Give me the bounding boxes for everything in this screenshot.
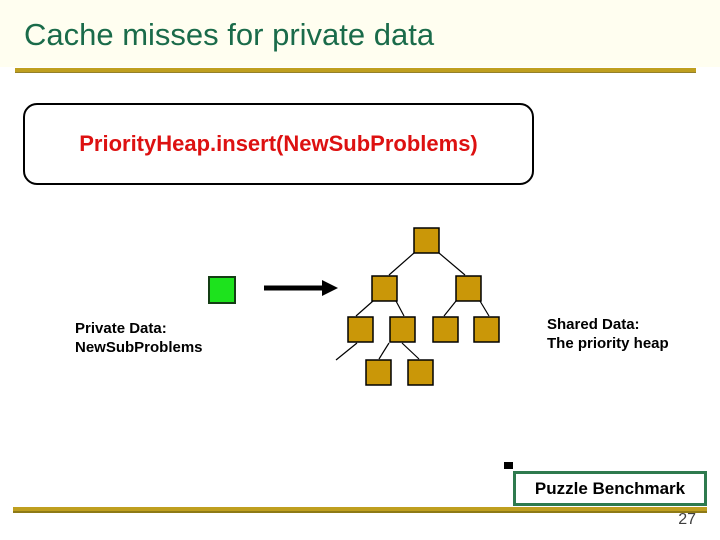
shared-data-line1: Shared Data: [547, 316, 640, 333]
private-data-line2: NewSubProblems [75, 339, 203, 356]
private-data-label: Private Data: NewSubProblems [75, 319, 203, 357]
heap-node-l3-4 [473, 316, 500, 343]
green-square [208, 276, 236, 304]
arrow-head [322, 280, 338, 296]
insert-arrow-icon [264, 280, 338, 296]
edge-l2r-l3d [479, 300, 490, 317]
heap-node-l2-left [371, 275, 398, 302]
edge-l2l-l3a [355, 300, 374, 317]
edge-root-left [388, 252, 415, 276]
heap-node-l2-right [455, 275, 482, 302]
callout-box: PriorityHeap.insert(NewSubProblems) [23, 103, 534, 185]
heap-node-l3-3 [432, 316, 459, 343]
heap-node-l3-2 [389, 316, 416, 343]
edge-l3b-l4a [378, 342, 390, 360]
edge-l3a-dangling [335, 342, 358, 361]
tree-edges [335, 252, 490, 361]
heap-root-node [413, 227, 440, 254]
heap-node-l3-1 [347, 316, 374, 343]
heap-node-l4-1 [365, 359, 392, 386]
title-band [0, 0, 720, 67]
shared-data-label: Shared Data: The priority heap [547, 315, 669, 353]
heap-nodes [347, 227, 500, 386]
edge-l3b-l4b [401, 342, 420, 360]
benchmark-box: Puzzle Benchmark [513, 471, 707, 506]
stray-mark [504, 462, 513, 469]
title-underline [15, 68, 696, 73]
edge-l2r-l3c [443, 300, 457, 317]
callout-text: PriorityHeap.insert(NewSubProblems) [79, 131, 478, 156]
benchmark-label: Puzzle Benchmark [534, 478, 686, 498]
shared-data-line2: The priority heap [547, 335, 669, 352]
footer-rule [13, 507, 707, 513]
page-number: 27 [678, 511, 696, 528]
private-data-line1: Private Data: [75, 320, 167, 337]
heap-node-l4-2 [407, 359, 434, 386]
slide-title: Cache misses for private data [24, 17, 435, 52]
edge-l2l-l3b [395, 300, 405, 317]
edge-root-right [438, 252, 466, 276]
